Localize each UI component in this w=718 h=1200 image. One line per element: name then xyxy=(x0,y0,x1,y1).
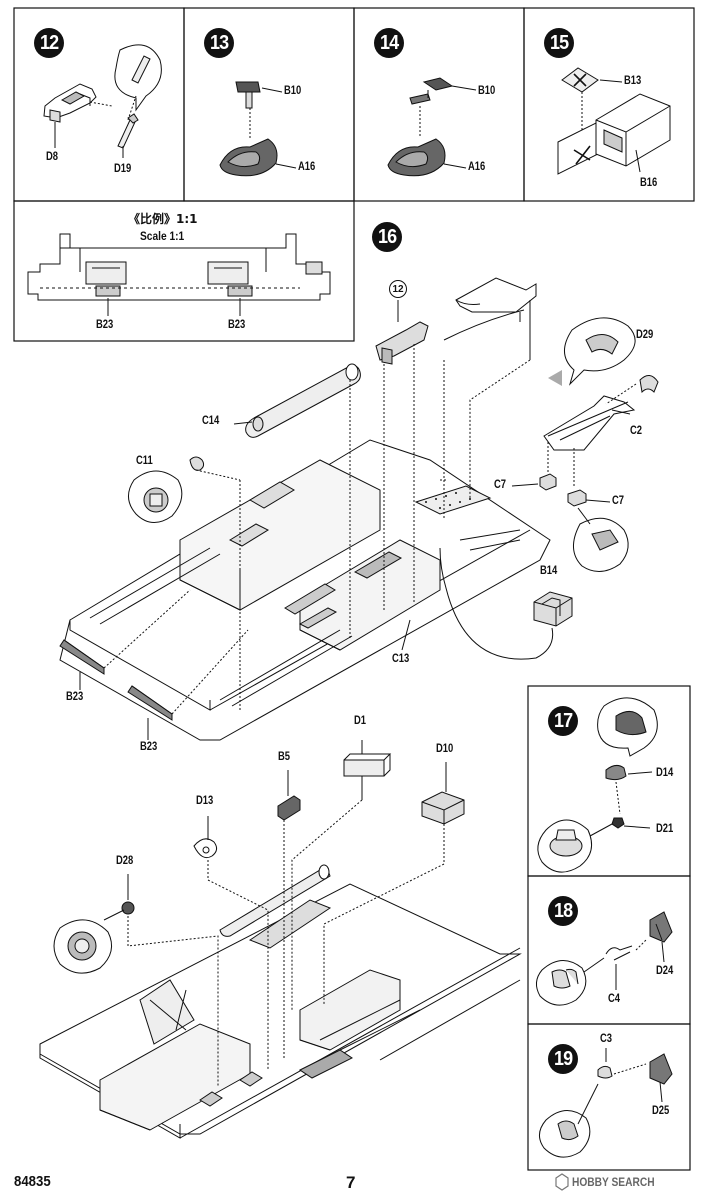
step-17-parts xyxy=(537,697,658,873)
lower-assembly xyxy=(39,740,522,1139)
part-label: D13 xyxy=(196,795,214,807)
product-code: 84835 xyxy=(14,1173,51,1190)
part-label: C14 xyxy=(202,415,220,427)
part-label: B10 xyxy=(284,85,302,97)
part-label: C2 xyxy=(630,425,643,437)
step-13-badge: 13 xyxy=(204,28,234,58)
scale-b23-drawing xyxy=(27,233,331,316)
step-19-parts xyxy=(539,1048,673,1158)
part-label: C13 xyxy=(392,653,410,665)
part-label: C7 xyxy=(494,479,507,491)
scale-title-cn: 《比例》1:1 xyxy=(128,212,198,226)
part-label: B10 xyxy=(478,85,496,97)
part-label: D1 xyxy=(354,715,367,727)
part-label: B23 xyxy=(140,741,158,753)
part-label: B23 xyxy=(66,691,84,703)
step-18-parts xyxy=(536,911,673,1006)
part-label: B16 xyxy=(640,177,658,189)
part-label: D14 xyxy=(656,767,674,779)
step-12-parts xyxy=(43,44,162,158)
step-16-badge: 16 xyxy=(372,222,402,252)
step-16-assembly xyxy=(59,277,659,741)
step-14-badge: 14 xyxy=(374,28,404,58)
step-18-badge: 18 xyxy=(548,896,578,926)
scale-box-frame xyxy=(13,200,355,342)
step-14-parts xyxy=(387,77,477,177)
step-19-frame xyxy=(527,1023,691,1171)
part-label: D21 xyxy=(656,823,674,835)
part-label: B23 xyxy=(96,319,114,331)
part-label: D8 xyxy=(46,151,59,163)
step-15-badge: 15 xyxy=(544,28,574,58)
part-label: D10 xyxy=(436,743,454,755)
ref-step-12-circle: 12 xyxy=(389,280,407,298)
part-label: D29 xyxy=(636,329,654,341)
part-label: B5 xyxy=(278,751,291,763)
part-label: D24 xyxy=(656,965,674,977)
step-12-badge: 12 xyxy=(34,28,64,58)
part-label: B13 xyxy=(624,75,642,87)
page-number: 7 xyxy=(346,1173,356,1192)
part-label: D19 xyxy=(114,163,132,175)
part-label: A16 xyxy=(298,161,316,173)
part-label: C3 xyxy=(600,1033,613,1045)
step-17-badge: 17 xyxy=(548,706,578,736)
part-label: C11 xyxy=(136,455,153,467)
part-label: B14 xyxy=(540,565,558,577)
part-label: A16 xyxy=(468,161,486,173)
scale-title-en: Scale 1:1 xyxy=(140,229,185,243)
part-label: D28 xyxy=(116,855,134,867)
step-19-badge: 19 xyxy=(548,1044,578,1074)
part-label: C7 xyxy=(612,495,625,507)
step-15-frame xyxy=(523,7,695,202)
part-label: D25 xyxy=(652,1105,670,1117)
step-13-parts xyxy=(219,81,297,177)
part-label: B23 xyxy=(228,319,246,331)
watermark-text: HOBBY SEARCH xyxy=(572,1175,655,1189)
step-15-parts xyxy=(557,67,671,175)
hobby-search-logo xyxy=(555,1173,569,1191)
part-label: C4 xyxy=(608,993,621,1005)
